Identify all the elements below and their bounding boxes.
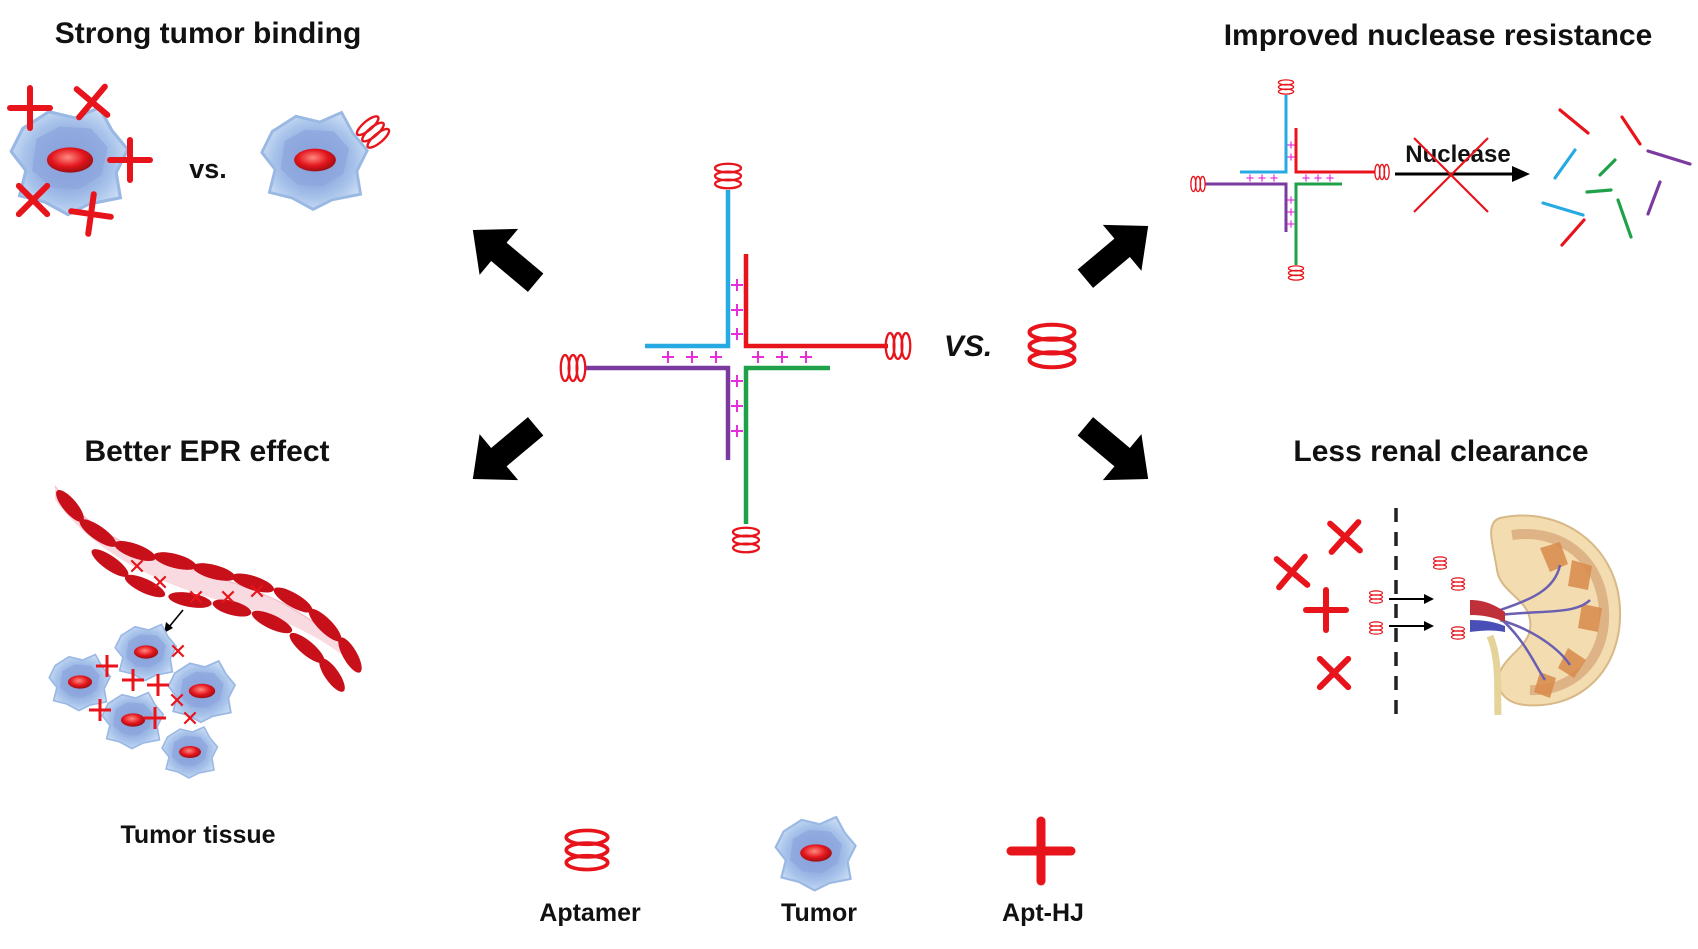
aptamer-icon [1432, 556, 1448, 570]
vessel-wall-cells [56, 490, 362, 692]
aptamer-icon [1287, 265, 1305, 281]
legend-tumor-label: Tumor [781, 899, 857, 927]
title-improved-nuclease-resistance: Improved nuclease resistance [1224, 19, 1653, 52]
arrow-up-right [1066, 203, 1168, 302]
legend-apt-hj-label: Apt-HJ [1002, 899, 1084, 927]
apt-hj-structure [559, 162, 912, 554]
dna-fragments [1541, 108, 1692, 247]
title-strong-tumor-binding: Strong tumor binding [55, 17, 362, 50]
aptamer-icon [713, 162, 743, 190]
aptamer-icon [1368, 590, 1384, 604]
strand-purple [585, 365, 731, 460]
kidney-icon [1470, 514, 1622, 716]
blood-vessel [55, 486, 362, 672]
epr-panel: Tumor tissue [48, 485, 362, 849]
strand-red [743, 254, 888, 349]
aptamer-icon [1450, 626, 1466, 640]
arrow-up-left [453, 207, 555, 306]
aptamer-icon [559, 353, 587, 383]
title-better-epr-effect: Better EPR effect [84, 435, 329, 468]
legend-tumor-icon [774, 815, 857, 892]
strong-binding-panel: vs. [5, 74, 393, 237]
apt-hj-in-vessel [130, 559, 264, 604]
legend-apt-hj-icon [1011, 821, 1071, 881]
title-less-renal-clearance: Less renal clearance [1293, 435, 1588, 468]
aptamer-icon [731, 526, 761, 554]
vs-label-small: vs. [189, 154, 227, 184]
vs-label-center: VS. [944, 330, 992, 363]
strand-green [743, 365, 830, 524]
arrow-down-right [1066, 403, 1168, 502]
aptamer-icon [884, 331, 912, 361]
aptamer-icon [1368, 621, 1384, 635]
aptamer-icon [1374, 163, 1390, 181]
base-pair-ticks [661, 278, 813, 438]
nuclease-resistance-panel: Nuclease [1190, 79, 1692, 281]
aptamer-icon [1277, 79, 1295, 95]
strand-cyan [645, 190, 731, 349]
legend-aptamer-icon [564, 828, 610, 872]
aptamer-icon [1450, 577, 1466, 591]
aptamer-icon [1027, 322, 1077, 370]
arrow-down-left [453, 403, 555, 502]
legend: Aptamer Tumor Apt-HJ [539, 815, 1084, 927]
tumor-cell-icon [260, 111, 369, 211]
tumor-tissue-label: Tumor tissue [120, 821, 275, 849]
renal-clearance-panel [1264, 508, 1622, 718]
legend-aptamer-label: Aptamer [539, 899, 641, 927]
aptamer-icon [1190, 175, 1206, 193]
